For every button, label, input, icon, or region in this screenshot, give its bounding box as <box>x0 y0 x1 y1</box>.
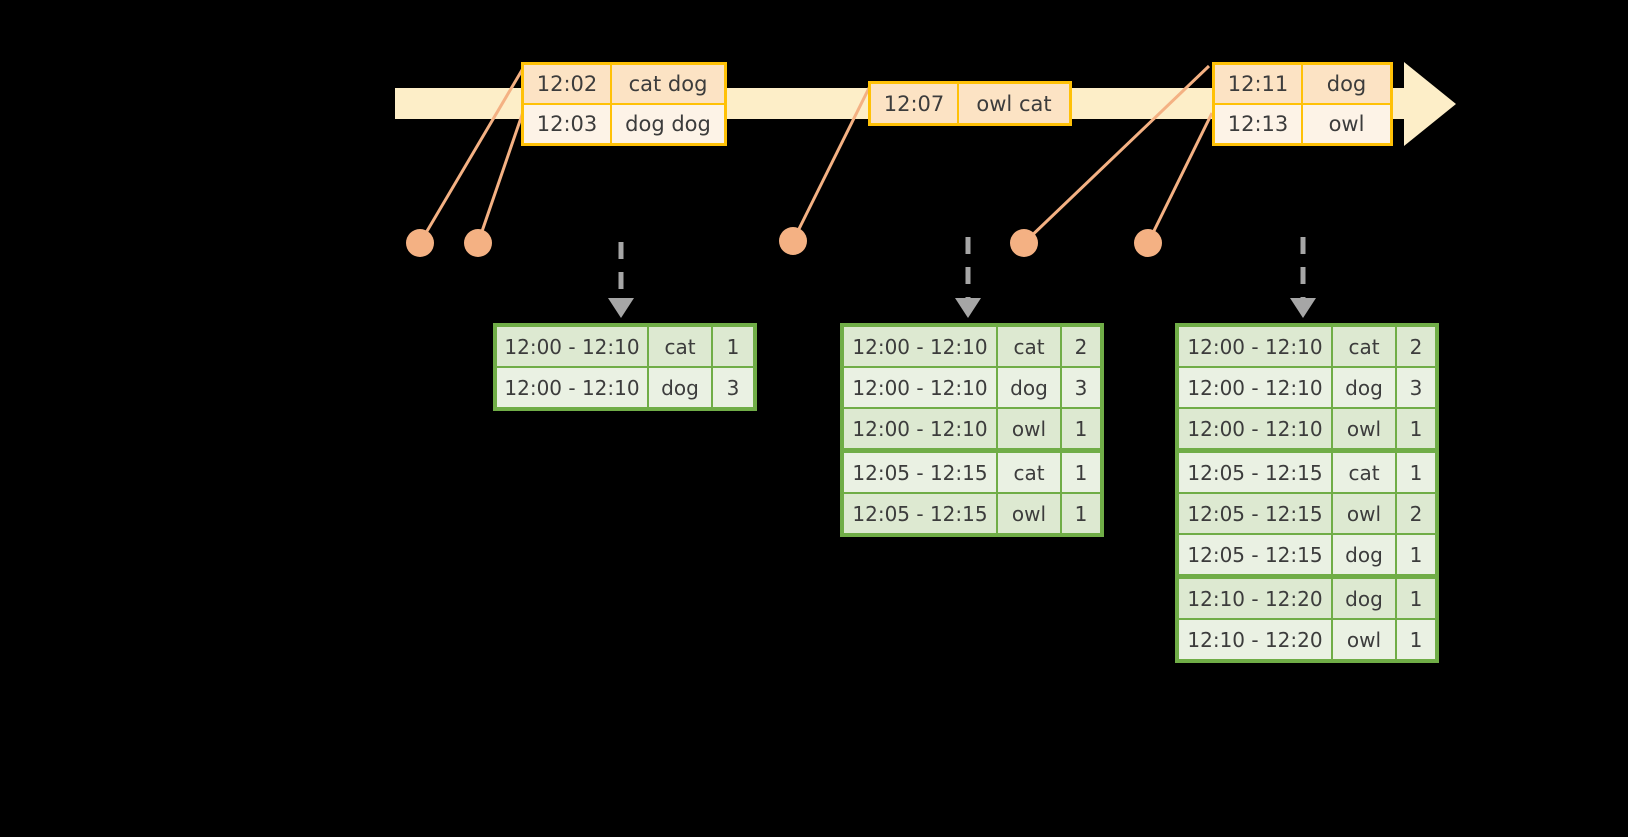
cell-count: 1 <box>1397 620 1435 659</box>
event-box-1[interactable]: 12:02 cat dog 12:03 dog dog <box>521 62 727 146</box>
event-time: 12:03 <box>524 105 612 143</box>
event-row: 12:11 dog <box>1215 65 1390 103</box>
connector-dot-1213-line <box>1146 112 1214 244</box>
cell-word: dog <box>1333 579 1395 618</box>
event-time: 12:11 <box>1215 65 1303 103</box>
connector-dot-1203-line <box>476 111 525 244</box>
cell-word: cat <box>1333 327 1395 366</box>
cell-window: 12:00 - 12:10 <box>497 327 647 366</box>
cell-window: 12:00 - 12:10 <box>844 368 996 407</box>
cell-count: 3 <box>713 368 753 407</box>
connector-dot-1203 <box>464 229 492 257</box>
cell-count: 1 <box>1062 494 1100 533</box>
timeline-arrowhead-icon <box>1404 62 1456 146</box>
cell-count: 1 <box>1062 409 1100 448</box>
event-time: 12:13 <box>1215 105 1303 143</box>
connector-dot-1202 <box>406 229 434 257</box>
cell-count: 3 <box>1397 368 1435 407</box>
cell-count: 2 <box>1397 327 1435 366</box>
cell-window: 12:00 - 12:10 <box>497 368 647 407</box>
event-words: dog <box>1326 72 1367 96</box>
event-row: 12:03 dog dog <box>524 103 724 143</box>
cell-window: 12:05 - 12:15 <box>844 494 996 533</box>
event-time: 12:02 <box>524 65 612 103</box>
cell-word: owl <box>1333 494 1395 533</box>
cell-word: cat <box>998 453 1060 492</box>
cell-word: dog <box>1333 535 1395 574</box>
dashed-arrow-to-table-1-head-icon <box>608 298 634 318</box>
dashed-arrow-to-table-2-head-icon <box>955 298 981 318</box>
cell-count: 1 <box>1062 453 1100 492</box>
cell-word: owl <box>998 409 1060 448</box>
cell-window: 12:05 - 12:15 <box>844 453 996 492</box>
cell-window: 12:00 - 12:10 <box>844 409 996 448</box>
cell-count: 3 <box>1062 368 1100 407</box>
cell-window: 12:05 - 12:15 <box>1179 535 1331 574</box>
cell-window: 12:00 - 12:10 <box>1179 327 1331 366</box>
event-words: cat dog <box>628 72 708 96</box>
cell-word: owl <box>1333 409 1395 448</box>
cell-word: cat <box>649 327 711 366</box>
event-row: 12:02 cat dog <box>524 65 724 103</box>
cell-word: owl <box>998 494 1060 533</box>
cell-word: cat <box>1333 453 1395 492</box>
cell-count: 1 <box>1397 409 1435 448</box>
cell-count: 1 <box>1397 579 1435 618</box>
connector-dot-1213 <box>1134 229 1162 257</box>
cell-count: 2 <box>1397 494 1435 533</box>
cell-word: dog <box>649 368 711 407</box>
cell-window: 12:05 - 12:15 <box>1179 494 1331 533</box>
cell-window: 12:00 - 12:10 <box>1179 368 1331 407</box>
cell-word: cat <box>998 327 1060 366</box>
cell-window: 12:10 - 12:20 <box>1179 579 1331 618</box>
connector-dot-1207 <box>779 227 807 255</box>
event-time: 12:07 <box>871 84 959 123</box>
cell-window: 12:00 - 12:10 <box>1179 409 1331 448</box>
cell-count: 2 <box>1062 327 1100 366</box>
cell-word: dog <box>1333 368 1395 407</box>
event-words: owl <box>1328 112 1365 136</box>
cell-word: dog <box>998 368 1060 407</box>
event-row: 12:07 owl cat <box>871 84 1069 123</box>
cell-window: 12:10 - 12:20 <box>1179 620 1331 659</box>
event-box-2[interactable]: 12:07 owl cat <box>868 81 1072 126</box>
event-words: dog dog <box>625 112 711 136</box>
dashed-arrow-to-table-3-head-icon <box>1290 298 1316 318</box>
cell-word: owl <box>1333 620 1395 659</box>
event-box-3[interactable]: 12:11 dog 12:13 owl <box>1212 62 1393 146</box>
cell-window: 12:00 - 12:10 <box>844 327 996 366</box>
event-words: owl cat <box>976 91 1052 116</box>
event-row: 12:13 owl <box>1215 103 1390 143</box>
cell-count: 1 <box>1397 535 1435 574</box>
cell-window: 12:05 - 12:15 <box>1179 453 1331 492</box>
cell-count: 1 <box>1397 453 1435 492</box>
connector-dot-1211 <box>1010 229 1038 257</box>
cell-count: 1 <box>713 327 753 366</box>
